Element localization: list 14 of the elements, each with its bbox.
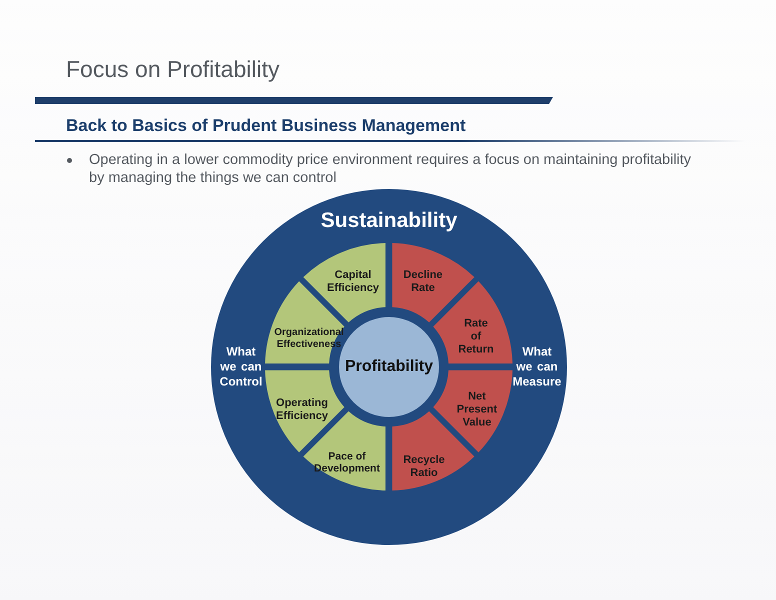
- bullet-text: Operating in a lower commodity price environment requires a focus on maintaining profitability by managing the things we can control: [89, 151, 692, 187]
- segment-label: Recycle Ratio: [402, 454, 446, 480]
- segment-label: Net Present Value: [456, 390, 498, 430]
- segment-label: Operating Efficiency: [275, 397, 329, 423]
- segment-label: Decline Rate: [402, 269, 444, 295]
- section-heading: Back to Basics of Prudent Business Management: [66, 116, 466, 136]
- segment-label: Capital Efficiency: [326, 269, 380, 295]
- side-caption: What we can Measure: [512, 344, 562, 390]
- slide-title: Focus on Profitability: [66, 56, 280, 83]
- ring-segment: [431, 367, 513, 455]
- segment-label: Rate of Return: [458, 317, 494, 356]
- hub-label: Profitability: [344, 358, 433, 376]
- side-caption: What we can Control: [218, 344, 264, 390]
- ring-title: Sustainability: [320, 209, 458, 233]
